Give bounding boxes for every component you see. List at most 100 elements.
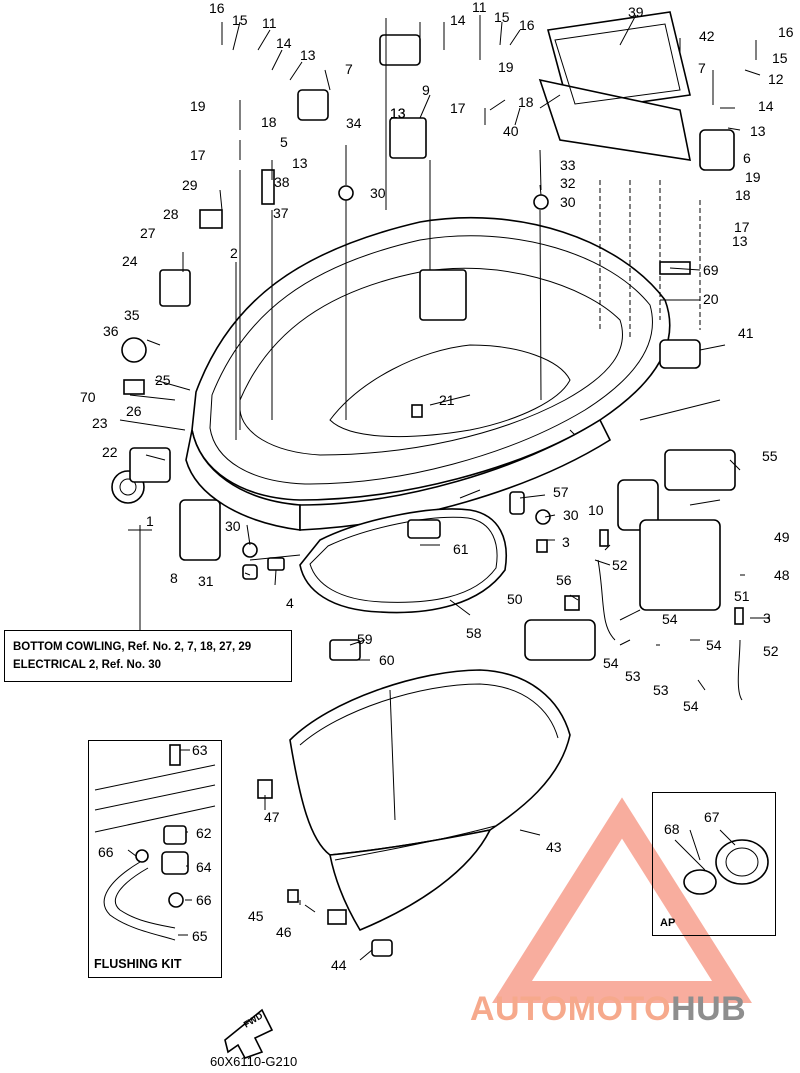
reference-note-line: ELECTRICAL 2, Ref. No. 30	[13, 659, 162, 671]
ref-number: 14	[450, 12, 466, 28]
ref-number: 36	[103, 323, 119, 339]
watermark-triangle-icon	[492, 797, 752, 1003]
ref-number: 56	[556, 572, 572, 588]
ref-number: 18	[735, 187, 751, 203]
watermark-logo: AUTOMOTOHUB	[470, 990, 746, 1029]
ref-number: 37	[273, 205, 289, 221]
ref-number: 16	[519, 17, 535, 33]
ref-number: 40	[503, 123, 519, 139]
ref-number: 19	[190, 98, 206, 114]
ap-detail-box	[652, 792, 776, 936]
ref-number: 30	[563, 507, 579, 523]
ref-number: 17	[190, 147, 206, 163]
ref-number: 16	[209, 0, 225, 16]
ref-number: 11	[472, 0, 487, 15]
ref-number: 13	[732, 233, 748, 249]
ref-number: 10	[588, 502, 604, 518]
ref-number: 30	[225, 518, 241, 534]
ref-number: 52	[763, 643, 779, 659]
ref-number: 20	[703, 291, 719, 307]
ref-number: 62	[196, 825, 212, 841]
ref-number: 34	[346, 115, 362, 131]
ref-number: 38	[274, 174, 290, 190]
ref-number: 59	[357, 631, 373, 647]
ref-number: 1	[146, 513, 154, 529]
ref-number: 35	[124, 307, 140, 323]
bottom-cowling	[185, 216, 671, 531]
leader-lines	[119, 14, 770, 961]
ref-number: 17	[734, 219, 750, 235]
ref-number: 13	[292, 155, 308, 171]
ref-number: 55	[762, 448, 778, 464]
fwd-arrow-icon: FWD	[224, 1008, 274, 1059]
ref-number: 13	[390, 105, 406, 121]
ref-number: 28	[163, 206, 179, 222]
reference-note-line: BOTTOM COWLING, Ref. No. 2, 7, 18, 27, 2…	[13, 641, 252, 653]
ref-number: 49	[774, 529, 790, 545]
ref-number: 22	[102, 444, 118, 460]
ref-number: 66	[196, 892, 212, 908]
ref-number: 67	[704, 809, 720, 825]
ref-number: 60	[379, 652, 395, 668]
ref-number: 19	[498, 59, 514, 75]
ref-number: 54	[662, 611, 678, 627]
ref-number: 66	[98, 844, 114, 860]
ref-number: 53	[653, 682, 669, 698]
watermark-text-part2: HUB	[671, 990, 747, 1028]
ref-number: 2	[230, 245, 238, 261]
ref-number: 17	[450, 100, 466, 116]
flushing-kit-title: FLUSHING KIT	[94, 957, 182, 971]
ref-number: 33	[560, 157, 576, 173]
ref-number: 65	[192, 928, 208, 944]
ref-number: 45	[248, 908, 264, 924]
ref-number: 39	[628, 4, 644, 20]
exhaust-cover	[538, 11, 692, 161]
ref-number: 63	[192, 742, 208, 758]
ref-number: 7	[698, 60, 706, 76]
ref-number: 50	[507, 591, 523, 607]
ref-number: 64	[196, 859, 212, 875]
ref-number: 30	[560, 194, 576, 210]
ref-number: 15	[232, 12, 248, 28]
ref-number: 13	[390, 105, 406, 121]
ref-number: 3	[562, 534, 570, 550]
ref-number: 54	[706, 637, 722, 653]
ref-number: 4	[286, 595, 294, 611]
ref-number: 13	[750, 123, 766, 139]
ref-number: 13	[300, 47, 316, 63]
ref-number: 29	[182, 177, 198, 193]
apron	[289, 669, 571, 932]
reference-numbers: 16 15 11 14 13 7 5 13 14 11 15 16 39 42 …	[80, 0, 794, 973]
ref-number: 9	[422, 82, 430, 98]
ap-label: AP	[660, 917, 676, 929]
ref-number: 70	[80, 389, 96, 405]
ref-number: 47	[264, 809, 280, 825]
ref-number: 23	[92, 415, 108, 431]
ref-number: 12	[768, 71, 784, 87]
ref-number: 25	[155, 372, 171, 388]
ref-number: 15	[772, 50, 788, 66]
ap-parts	[674, 839, 769, 895]
reference-note-box: BOTTOM COWLING, Ref. No. 2, 7, 18, 27, 2…	[4, 630, 292, 682]
ref-number: 58	[466, 625, 482, 641]
ref-number: 41	[738, 325, 754, 341]
ref-number: 48	[774, 567, 790, 583]
ref-number: 21	[439, 392, 455, 408]
ref-number: 6	[743, 150, 751, 166]
ref-number: 19	[745, 169, 761, 185]
ref-number: 11	[262, 15, 277, 31]
ref-number: 54	[683, 698, 699, 714]
ref-number: 18	[518, 94, 534, 110]
ref-number: 42	[699, 28, 715, 44]
ref-number: 24	[122, 253, 138, 269]
ref-number: 30	[370, 185, 386, 201]
ref-number: 52	[612, 557, 628, 573]
ref-number: 68	[664, 821, 680, 837]
ref-number: 54	[603, 655, 619, 671]
ref-number: 53	[625, 668, 641, 684]
ref-number: 16	[778, 24, 794, 40]
ref-number: 57	[553, 484, 569, 500]
flushing-kit-parts	[94, 744, 216, 941]
ref-number: 18	[261, 114, 277, 130]
